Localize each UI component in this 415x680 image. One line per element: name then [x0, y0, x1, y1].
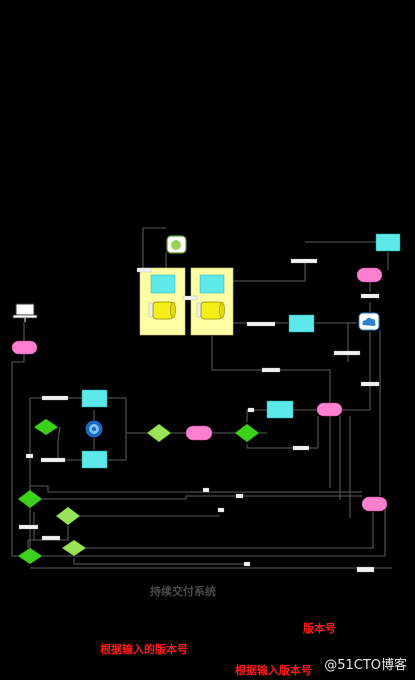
laptop-icon	[12, 303, 38, 322]
cloud-icon	[358, 312, 380, 331]
decision-diamonds	[17, 418, 260, 565]
cyan-box-mid	[288, 314, 315, 333]
connectors	[11, 227, 392, 569]
database-icon	[200, 301, 223, 320]
cyan-boxes	[81, 233, 401, 469]
octocat-icon	[166, 235, 187, 254]
caption-by-input-version-2: 根据输入版本号	[235, 664, 312, 677]
diamond-5	[55, 506, 81, 526]
pink-node-center	[185, 425, 213, 441]
service-panel-left	[139, 267, 186, 336]
diamond-2	[146, 423, 172, 443]
cyan-box-center	[266, 400, 294, 419]
diamond-3	[234, 423, 260, 443]
pink-node-top-right	[356, 267, 383, 283]
pink-node-mid-right	[316, 402, 343, 417]
diamond-1	[33, 418, 59, 436]
pink-node-bottom-right	[361, 496, 388, 512]
pink-node-left	[11, 340, 38, 355]
diamond-4	[17, 489, 43, 509]
diamond-7	[17, 547, 43, 565]
cyan-box-top-right	[375, 233, 401, 252]
service-panel-right	[190, 267, 234, 336]
edge-labels	[18, 258, 380, 573]
diamond-6	[61, 539, 87, 557]
caption-version-number: 版本号	[303, 622, 336, 635]
caption-by-input-version: 根据输入的版本号	[100, 643, 188, 656]
database-icon	[152, 301, 174, 320]
pink-nodes	[11, 267, 388, 512]
diagram-title: 持续交付系统	[150, 585, 216, 598]
docker-icon	[85, 420, 103, 438]
cyan-box-left-top	[81, 389, 108, 408]
cyan-box-left-bottom	[81, 450, 108, 469]
watermark: @51CTO博客	[324, 658, 407, 673]
